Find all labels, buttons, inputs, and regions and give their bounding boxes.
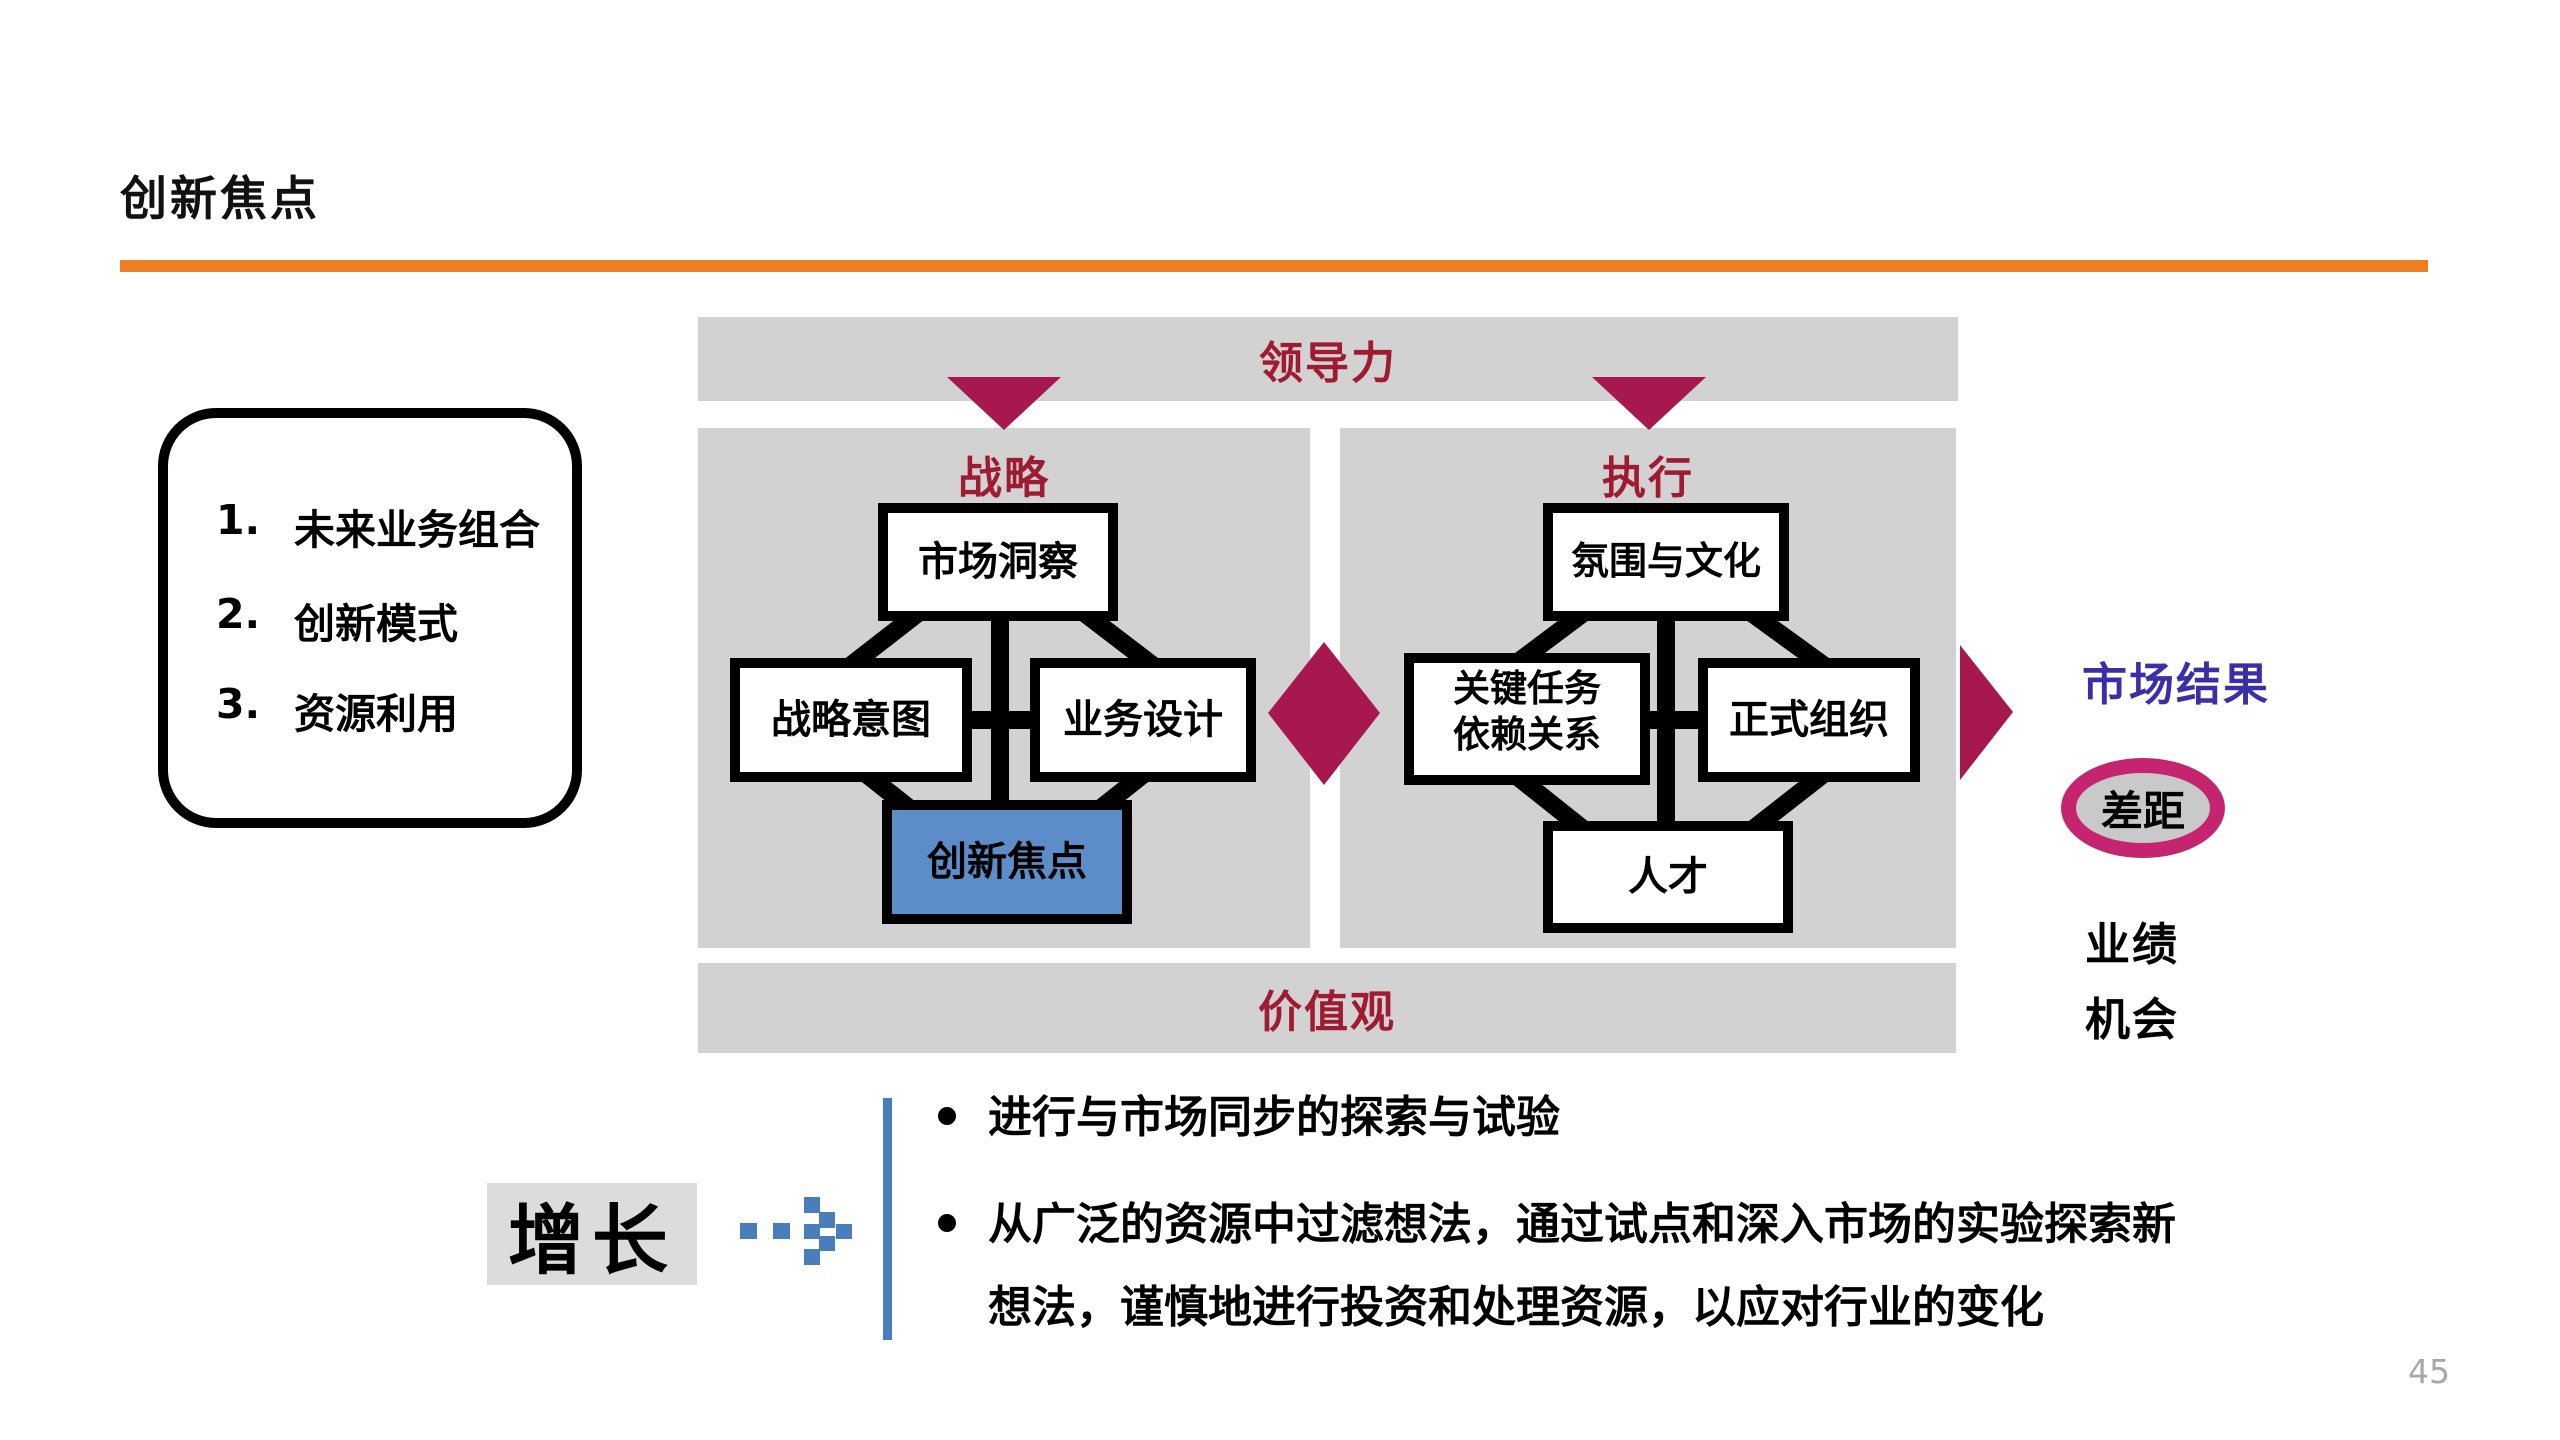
list-item-number: 1.: [216, 496, 261, 544]
node-talent: 人才: [1543, 821, 1793, 933]
values-bar: 价值观: [698, 963, 1956, 1053]
values-label: 价值观: [1258, 987, 1396, 1038]
growth-bullet-2-line1: 从广泛的资源中过滤想法，通过试点和深入市场的实验探索新: [988, 1199, 2176, 1250]
bullet-icon: [938, 1214, 956, 1232]
leadership-label: 领导力: [1259, 338, 1397, 389]
list-item-text: 创新模式: [294, 600, 458, 648]
diamond-icon: [1268, 642, 1380, 785]
strategy-label: 战略: [958, 453, 1050, 504]
gap-oval: 差距: [2061, 758, 2225, 858]
market-results-title: 市场结果: [2082, 658, 2271, 711]
key-points-box: 1. 未来业务组合 2. 创新模式 3. 资源利用: [158, 408, 582, 828]
leadership-bar: 领导力: [698, 317, 1958, 401]
list-item-text: 未来业务组合: [294, 506, 540, 554]
node-business-design: 业务设计: [1030, 658, 1256, 782]
page-title: 创新焦点: [120, 172, 320, 227]
node-climate-culture: 氛围与文化: [1543, 503, 1789, 621]
dashed-arrow-icon: [740, 1197, 852, 1265]
list-item: 3. 资源利用: [216, 680, 458, 740]
node-strategic-intent: 战略意图: [730, 658, 972, 782]
growth-bullet-2-line2: 想法，谨慎地进行投资和处理资源，以应对行业的变化: [988, 1282, 2044, 1333]
divider-line: [883, 1098, 892, 1340]
page-number: 45: [2408, 1352, 2450, 1391]
growth-bullet-2: 从广泛的资源中过滤想法，通过试点和深入市场的实验探索新 想法，谨慎地进行投资和处…: [988, 1199, 2208, 1334]
bullet-icon: [938, 1107, 956, 1125]
list-item: 2. 创新模式: [216, 590, 458, 650]
node-market-insight: 市场洞察: [878, 503, 1118, 621]
node-formal-organization: 正式组织: [1698, 658, 1920, 782]
performance-text: 业绩: [2085, 918, 2180, 971]
gap-label: 差距: [2100, 786, 2185, 836]
list-item-number: 2.: [216, 590, 261, 638]
growth-label: 增长: [508, 1196, 676, 1285]
execution-label: 执行: [1602, 453, 1694, 504]
key-task-line1: 关键任务: [1453, 667, 1601, 710]
node-innovation-focus: 创新焦点: [882, 800, 1132, 924]
opportunity-text: 机会: [2085, 993, 2180, 1046]
list-item-text: 资源利用: [294, 690, 458, 738]
arrow-right-icon: [1960, 645, 2013, 780]
list-item-number: 3.: [216, 680, 261, 728]
node-key-task-dependencies: 关键任务 依赖关系: [1404, 653, 1650, 785]
title-underline-rule: [120, 260, 2428, 272]
growth-box: 增长: [487, 1183, 697, 1285]
list-item: 1. 未来业务组合: [216, 496, 540, 556]
down-triangle-icon: [947, 377, 1706, 430]
key-task-line2: 依赖关系: [1453, 713, 1601, 756]
growth-bullet-1: 进行与市场同步的探索与试验: [988, 1092, 1560, 1143]
